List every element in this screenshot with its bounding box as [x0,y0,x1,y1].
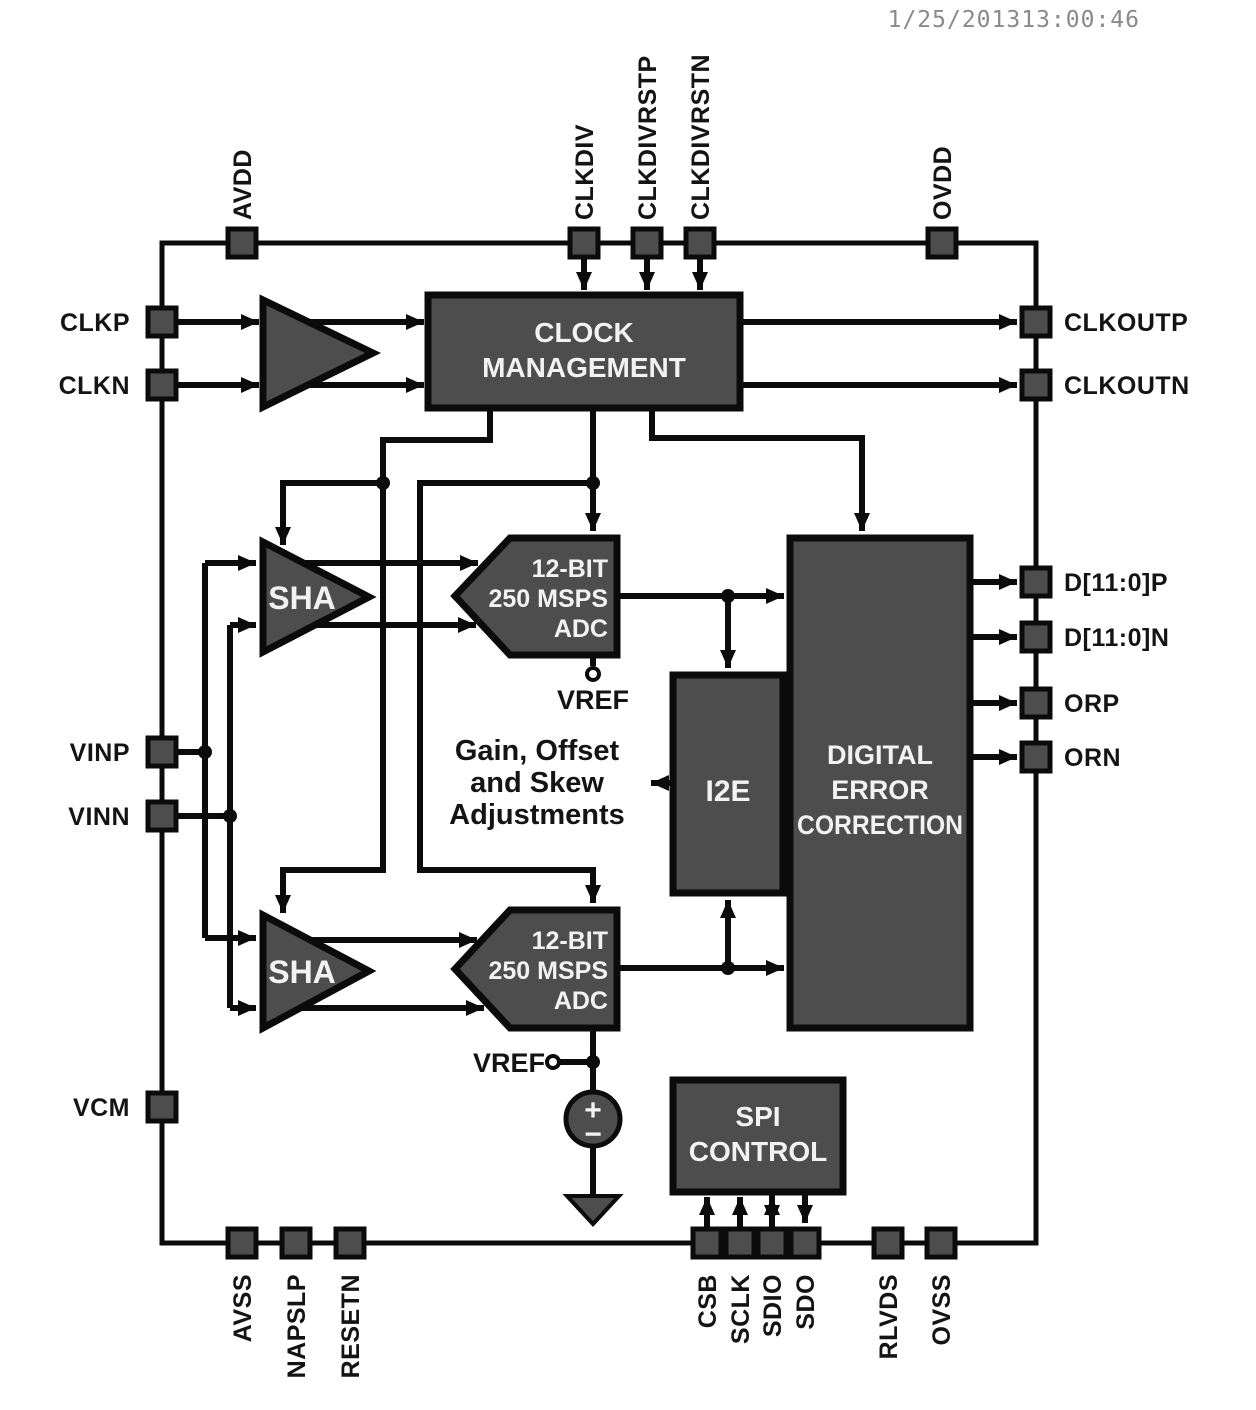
pin-d11-0-n [1019,620,1053,654]
vref-bottom-label: VREF [473,1048,545,1078]
pin-label-avdd: AVDD [229,149,257,220]
i2e-block: I2E [669,671,787,897]
adc-bottom-label: ADC [554,987,608,1015]
digital-error-correction-block: DIGITAL ERROR CORRECTION [786,534,974,1032]
pin-label-clkn: CLKN [59,372,130,400]
vref-top-terminal-icon [585,666,601,682]
adc-top-label: 250 MSPS [488,585,608,613]
spi-control-label: SPI [735,1101,780,1132]
pin-label-sdio: SDIO [759,1274,787,1337]
pin-orp [1019,686,1053,720]
junction-dot [586,476,600,490]
vref-bottom-terminal-icon [545,1054,561,1070]
adc-top-label: ADC [554,615,608,643]
pin-label-clkoutp: CLKOUTP [1064,309,1188,337]
pin-label-clkdiv: CLKDIV [571,124,599,220]
pins [145,226,1053,1260]
pin-label-resetn: RESETN [337,1274,365,1378]
spi-control-block: SPI CONTROL [669,1076,847,1196]
pin-ovdd [925,226,959,260]
svg-text:−: − [584,1118,602,1151]
pin-vcm [145,1090,179,1124]
pin-sclk [723,1226,757,1260]
pin-rlvds [871,1226,905,1260]
junction-dot [376,476,390,490]
svg-text:Adjustments: Adjustments [449,799,625,831]
pin-label-vinp: VINP [70,739,130,767]
wire-clock-to-dec [649,408,870,531]
pin-vinn [145,799,179,833]
junction-dot [586,1055,600,1069]
render-timestamp: 1/25/201313:00:46 [888,7,1140,33]
pin-sdo [788,1226,822,1260]
pin-napslp [279,1226,313,1260]
pin-label-orn: ORN [1064,744,1121,772]
pin-label-orp: ORP [1064,690,1120,718]
pin-clkoutn [1019,368,1053,402]
pin-label-clkdivrstn: CLKDIVRSTN [687,54,715,220]
vref-top-label: VREF [557,685,629,715]
pin-label-clkdivrstp: CLKDIVRSTP [634,55,662,220]
sha-bottom-label: SHA [268,954,336,990]
pin-ovss [924,1226,958,1260]
adc-top-block: 12-BIT 250 MSPS ADC [450,534,621,659]
pin-vinp [145,735,179,769]
pin-avdd [225,226,259,260]
pin-label-vcm: VCM [73,1094,130,1122]
svg-text:Gain, Offset: Gain, Offset [455,735,620,767]
adc-bottom-label: 250 MSPS [488,957,608,985]
pin-orn [1019,740,1053,774]
pin-label-sclk: SCLK [727,1274,755,1344]
pin-label-avss: AVSS [229,1274,257,1342]
dec-label: ERROR [831,775,929,805]
clock-management-label: MANAGEMENT [482,352,686,383]
pin-label-napslp: NAPSLP [283,1274,311,1378]
pin-avss [225,1226,259,1260]
pin-label-rlvds: RLVDS [875,1274,903,1359]
svg-text:+: + [584,1094,602,1127]
sha-bottom-block: SHA [259,909,377,1034]
i2e-label: I2E [705,775,750,808]
pin-clkn [145,368,179,402]
dec-label: CORRECTION [797,810,963,840]
wire-clock-to-sha-top [275,480,383,545]
pin-clkdiv [567,226,601,260]
pin-sdio [755,1226,789,1260]
pin-label-d11-0-n: D[11:0]N [1064,624,1169,652]
pin-label-ovss: OVSS [928,1274,956,1345]
dec-label: DIGITAL [827,740,933,770]
clock-buffer-triangle [259,294,382,413]
pin-label-csb: CSB [694,1274,722,1328]
clock-management-label: CLOCK [534,317,634,348]
pin-d11-0-p [1019,565,1053,599]
pin-resetn [333,1226,367,1260]
sha-top-block: SHA [259,536,377,658]
adjustments-note: Gain, Offset and Skew Adjustments [449,735,625,831]
spi-control-label: CONTROL [689,1136,827,1167]
wire-clock-to-adc-bottom [417,480,601,903]
pin-clkp [145,305,179,339]
pin-labels: AVDD CLKDIV CLKDIVRSTP CLKDIVRSTN OVDD C… [59,54,1190,1379]
adc-bottom-label: 12-BIT [532,927,608,955]
sha-top-label: SHA [268,580,336,616]
pin-clkdivrstp [630,226,664,260]
adc-top-label: 12-BIT [532,555,608,583]
pin-clkoutp [1019,305,1053,339]
clock-management-block: CLOCK MANAGEMENT [424,291,744,412]
pin-label-clkp: CLKP [60,309,130,337]
wire-clock-to-sha-bottom [275,408,493,913]
voltage-source-icon: + − [563,1089,623,1151]
pin-label-clkoutn: CLKOUTN [1064,372,1190,400]
pin-label-ovdd: OVDD [929,146,957,220]
pin-label-sdo: SDO [792,1274,820,1330]
pin-label-d11-0-p: D[11:0]P [1064,569,1168,597]
ground-symbol-icon [562,1194,624,1227]
pin-label-vinn: VINN [68,803,130,831]
pin-clkdivrstn [683,226,717,260]
svg-text:and Skew: and Skew [470,767,604,799]
pin-csb [690,1226,724,1260]
adc-bottom-block: 12-BIT 250 MSPS ADC [450,906,621,1032]
